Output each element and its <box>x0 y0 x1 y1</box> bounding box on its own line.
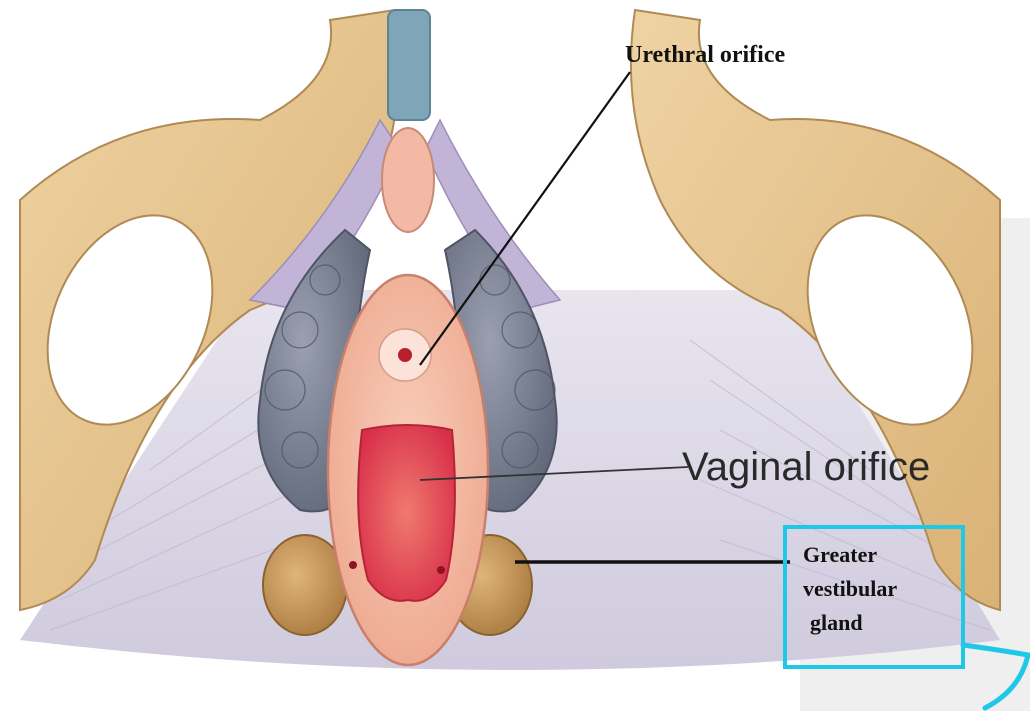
vaginal-orifice <box>358 425 455 601</box>
right-gland-duct-opening <box>437 566 445 574</box>
left-gland-duct-opening <box>349 561 357 569</box>
clitoris <box>382 128 434 232</box>
greater-vestibular-gland-label-line1: Greater <box>803 542 877 567</box>
pubic-symphysis <box>388 10 430 120</box>
greater-vestibular-gland-label-line2: vestibular <box>803 576 897 601</box>
urethral-orifice-label: Urethral orifice <box>625 42 785 68</box>
greater-vestibular-gland-label-line3: gland <box>810 610 863 635</box>
urethral-orifice-dot <box>398 348 412 362</box>
vaginal-orifice-label: Vaginal orifice <box>682 445 930 489</box>
